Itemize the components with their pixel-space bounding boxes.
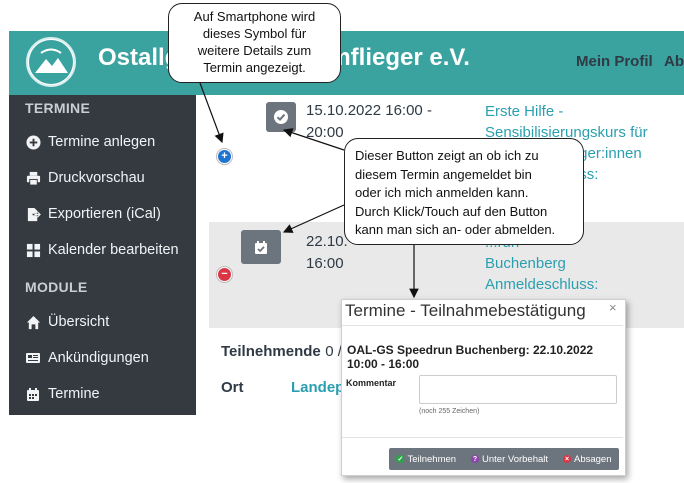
dialog-button-group: ✓ Teilnehmen ? Unter Vorbehalt × Absagen <box>389 448 619 470</box>
callout-line: diesem Termin angemeldet bin <box>355 166 532 182</box>
expand-details-button[interactable]: + <box>217 149 232 164</box>
callout-smartphone-hint: Auf Smartphone wird dieses Symbol für we… <box>168 3 341 83</box>
event-date: 15.10.2022 16:00 - 20:00 <box>306 100 432 144</box>
callout-line: Dieser Button zeigt an ob ich zu <box>355 148 539 163</box>
plus-icon: + <box>221 150 228 162</box>
dialog-footer-divider <box>342 437 623 438</box>
sidebar-item-label: Kalender bearbeiten <box>48 242 179 258</box>
nav-logout[interactable]: Ab <box>664 53 684 70</box>
sidebar-item-label: Termine anlegen <box>48 134 156 150</box>
export-icon <box>25 206 41 222</box>
sidebar-section-module: MODULE <box>25 279 88 295</box>
event-status-button[interactable] <box>266 102 296 132</box>
sidebar-section-termine: TERMINE <box>25 100 91 116</box>
tentative-button-label: Unter Vorbehalt <box>482 453 549 465</box>
sidebar-item-label: Termine <box>48 386 100 402</box>
callout-line: weitere Details zum <box>197 43 312 58</box>
collapse-details-button[interactable]: − <box>217 267 232 282</box>
question-circle-icon: ? <box>471 455 480 463</box>
participants-value: 0 / <box>325 343 342 360</box>
dialog-title: Termine - Teilnahmebestätigung <box>345 301 586 320</box>
sidebar-item-kalender-bearbeiten[interactable]: Kalender bearbeiten <box>25 242 179 258</box>
sidebar-item-exportieren[interactable]: Exportieren (iCal) <box>25 206 161 222</box>
event-title-line: Erste Hilfe - <box>485 103 564 120</box>
grid-icon <box>25 242 41 258</box>
event-date-start: 15.10.2022 16:00 - <box>306 102 432 119</box>
calendar-icon <box>25 386 41 402</box>
accept-button-label: Teilnehmen <box>407 453 457 465</box>
x-circle-icon: × <box>562 455 571 463</box>
print-icon <box>25 170 41 186</box>
event-date: 22.10. 16:00 <box>306 231 348 275</box>
tentative-button[interactable]: ? Unter Vorbehalt <box>471 454 548 465</box>
sidebar-item-uebersicht[interactable]: Übersicht <box>25 314 109 330</box>
comment-textarea[interactable] <box>419 375 617 404</box>
sidebar-item-termine[interactable]: Termine <box>25 386 100 402</box>
sidebar-item-label: Ankündigungen <box>48 350 149 366</box>
event-title-line: Anmeldeschluss: <box>485 276 599 293</box>
event-title-line: Sensibilisierungskurs für <box>485 124 648 141</box>
dialog-close-button[interactable]: × <box>609 300 617 315</box>
newspaper-icon <box>25 350 41 366</box>
accept-button[interactable]: ✓ Teilnehmen <box>396 454 456 465</box>
nav-my-profile[interactable]: Mein Profil <box>576 53 653 70</box>
location-label: Ort <box>221 379 244 396</box>
app-title: Ostallg <box>98 44 180 71</box>
sidebar: TERMINE Termine anlegen Druckvorschau Ex… <box>9 95 196 415</box>
sidebar-item-label: Druckvorschau <box>48 170 145 186</box>
location-link[interactable]: Landep <box>291 379 345 396</box>
event-date-end: 20:00 <box>306 124 344 141</box>
event-title-line: Buchenberg <box>485 255 566 272</box>
event-date-end: 16:00 <box>306 255 344 272</box>
callout-line: oder ich mich anmelden kann. <box>355 185 529 200</box>
participants-label: Teilnehmende <box>221 343 321 360</box>
sidebar-item-label: Exportieren (iCal) <box>48 206 161 222</box>
event-date-start: 22.10. <box>306 233 348 250</box>
callout-line: kann man sich an- oder abmelden. <box>355 222 556 237</box>
plus-circle-icon <box>25 134 41 150</box>
dialog-event-info: OAL-GS Speedrun Buchenberg: 22.10.2022 1… <box>347 343 594 371</box>
check-icon <box>273 109 289 125</box>
callout-line: Auf Smartphone wird <box>193 9 316 24</box>
sidebar-item-label: Übersicht <box>48 314 110 330</box>
callout-line: Durch Klick/Touch auf den Button <box>355 203 548 219</box>
calendar-check-icon <box>254 240 268 255</box>
comment-char-counter: (noch 255 Zeichen) <box>419 408 480 415</box>
decline-button[interactable]: × Absagen <box>562 453 612 465</box>
sidebar-item-termine-anlegen[interactable]: Termine anlegen <box>25 134 155 150</box>
dialog-divider <box>342 325 623 326</box>
participants-row: Teilnehmende 0 / <box>221 343 342 361</box>
event-register-button[interactable] <box>241 230 281 264</box>
sidebar-item-druckvorschau[interactable]: Druckvorschau <box>25 170 145 186</box>
callout-button-hint: Dieser Button zeigt an ob ich zu diesem … <box>344 138 584 245</box>
club-logo[interactable] <box>26 37 76 87</box>
home-icon <box>25 314 41 330</box>
check-circle-icon: ✓ <box>396 455 405 463</box>
callout-line: dieses Symbol für <box>202 26 307 41</box>
callout-line: Termin angezeigt. <box>203 60 306 75</box>
minus-icon: − <box>221 268 228 280</box>
decline-button-label: Absagen <box>573 453 612 465</box>
comment-label: Kommentar <box>346 378 397 388</box>
app-header <box>9 31 684 95</box>
app-title-suffix: rmflieger e.V. <box>320 44 470 71</box>
sidebar-item-ankuendigungen[interactable]: Ankündigungen <box>25 350 149 366</box>
